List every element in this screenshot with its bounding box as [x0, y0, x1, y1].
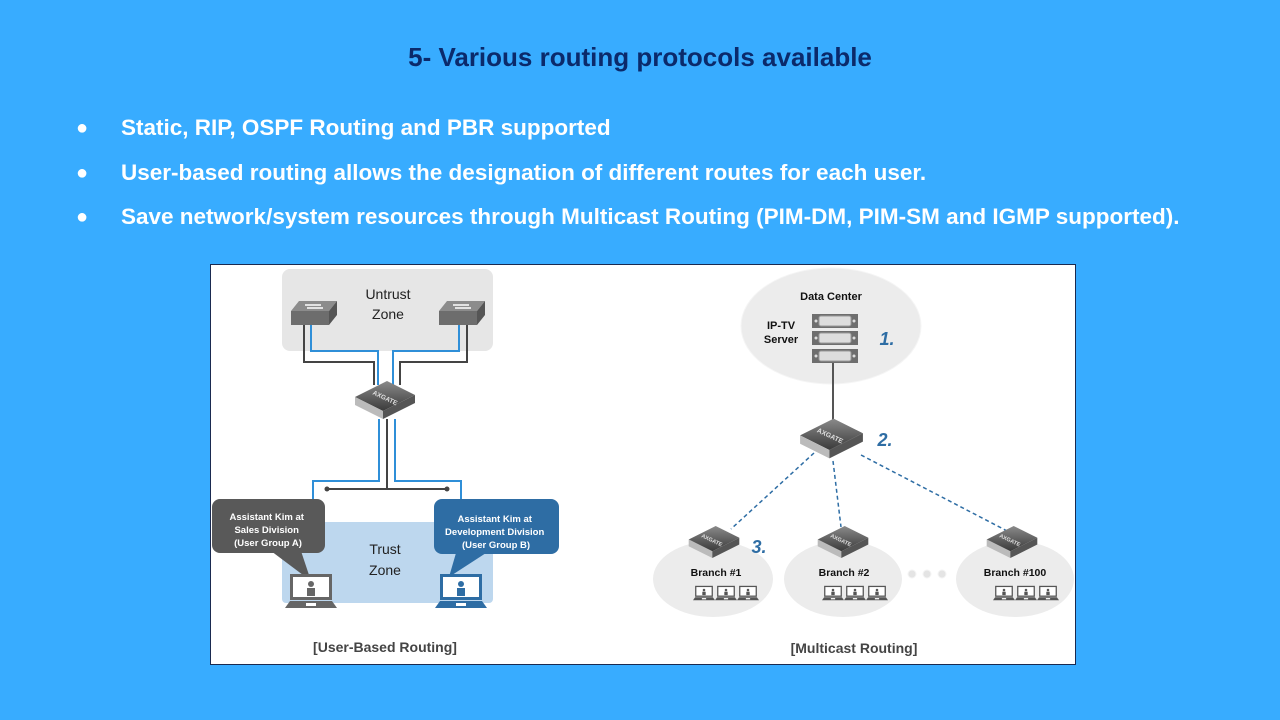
junction-dot [444, 486, 450, 492]
callout-text: Development Division [445, 527, 544, 538]
laptop-icon [866, 585, 888, 601]
callout-text: Assistant Kim at [229, 512, 304, 523]
bullet-item: ● User-based routing allows the designati… [72, 158, 1179, 203]
laptop-icon [1015, 585, 1037, 601]
laptop-icon [285, 574, 337, 608]
junction-dot [324, 486, 330, 492]
laptop-icon [993, 585, 1015, 601]
bullet-dot-icon: ● [76, 161, 89, 184]
trust-zone-label: Zone [369, 562, 401, 578]
bullet-text: Static, RIP, OSPF Routing and PBR suppor… [121, 115, 611, 140]
bullet-dot-icon: ● [76, 206, 89, 228]
laptop-icon [844, 585, 866, 601]
user-based-caption: [User-Based Routing] [313, 639, 457, 655]
branch-laptops [693, 585, 1059, 601]
callout-text: Assistant Kim at [457, 514, 532, 525]
step-number: 3. [751, 537, 766, 557]
laptop-icon [822, 585, 844, 601]
switch-icon [291, 301, 337, 326]
switch-icon [439, 301, 485, 326]
ellipsis-icon [907, 569, 947, 579]
laptop-icon [693, 585, 715, 601]
bullet-item: ● Static, RIP, OSPF Routing and PBR suppo… [72, 113, 1179, 158]
slide-title: 5- Various routing protocols available [408, 42, 872, 72]
server-icon [812, 314, 858, 328]
bullet-item: ● Save network/system resources through M… [72, 202, 1179, 247]
network-links [303, 325, 468, 499]
server-label: IP-TV [767, 320, 796, 332]
laptop-icon [715, 585, 737, 601]
multicast-caption: [Multicast Routing] [791, 640, 918, 656]
laptop-icon [737, 585, 759, 601]
bullet-dot-icon: ● [76, 117, 89, 139]
server-label: Server [764, 334, 799, 346]
svg-text:Assistant Kim at Develop: Assistant Kim at Development Division (U… [445, 514, 547, 551]
routing-diagram: Untrust Zone Trust Zone AXGATE Assistant… [210, 264, 1076, 665]
server-icon [812, 349, 858, 363]
trust-zone-label: Trust [369, 541, 400, 557]
diagram-canvas: Untrust Zone Trust Zone AXGATE Assistant… [212, 267, 1074, 656]
callout-group-a: Assistant Kim at Sales Division (User Gr… [212, 499, 325, 581]
multicast-links [730, 452, 1012, 534]
data-center-label: Data Center [800, 291, 862, 303]
branch-label: Branch #100 [984, 567, 1047, 579]
bullet-list: ● Static, RIP, OSPF Routing and PBR suppo… [72, 113, 1179, 247]
branch-label: Branch #2 [819, 567, 870, 579]
bullet-text: User-based routing allows the designatio… [121, 159, 927, 185]
laptop-icon [1037, 585, 1059, 601]
callout-text: (User Group B) [462, 540, 530, 551]
callout-text: (User Group A) [234, 538, 302, 549]
untrust-zone-label: Untrust [365, 286, 410, 302]
server-icon [812, 331, 858, 345]
bullet-text: Save network/system resources through Mu… [121, 204, 1180, 229]
callout-text: Sales Division [234, 525, 299, 536]
svg-text:Assistant Kim at Sales D: Assistant Kim at Sales Division (User Gr… [229, 512, 306, 549]
untrust-zone-label: Zone [372, 306, 404, 322]
step-number: 2. [876, 430, 892, 450]
step-number: 1. [879, 329, 894, 349]
branch-label: Branch #1 [691, 567, 742, 579]
callout-group-b: Assistant Kim at Development Division (U… [434, 499, 559, 577]
untrust-zone [282, 269, 493, 351]
laptop-icon [435, 574, 487, 608]
